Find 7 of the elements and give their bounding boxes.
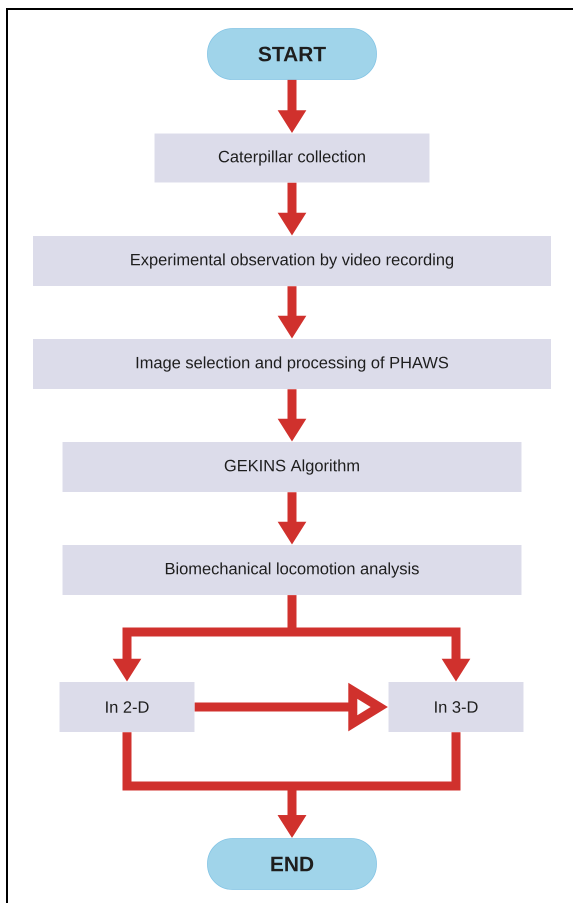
process-box: Biomechanical locomotion analysis <box>62 545 522 595</box>
process-box: In 3-D <box>388 682 524 732</box>
process-box: In 2-D <box>60 682 194 732</box>
process-box: Experimental observation by video recording <box>33 236 551 286</box>
process-box: Caterpillar collection <box>154 134 430 182</box>
process-box: GEKINS Algorithm <box>62 442 522 492</box>
process-box: Image selection and processing of PHAWS <box>33 339 551 389</box>
